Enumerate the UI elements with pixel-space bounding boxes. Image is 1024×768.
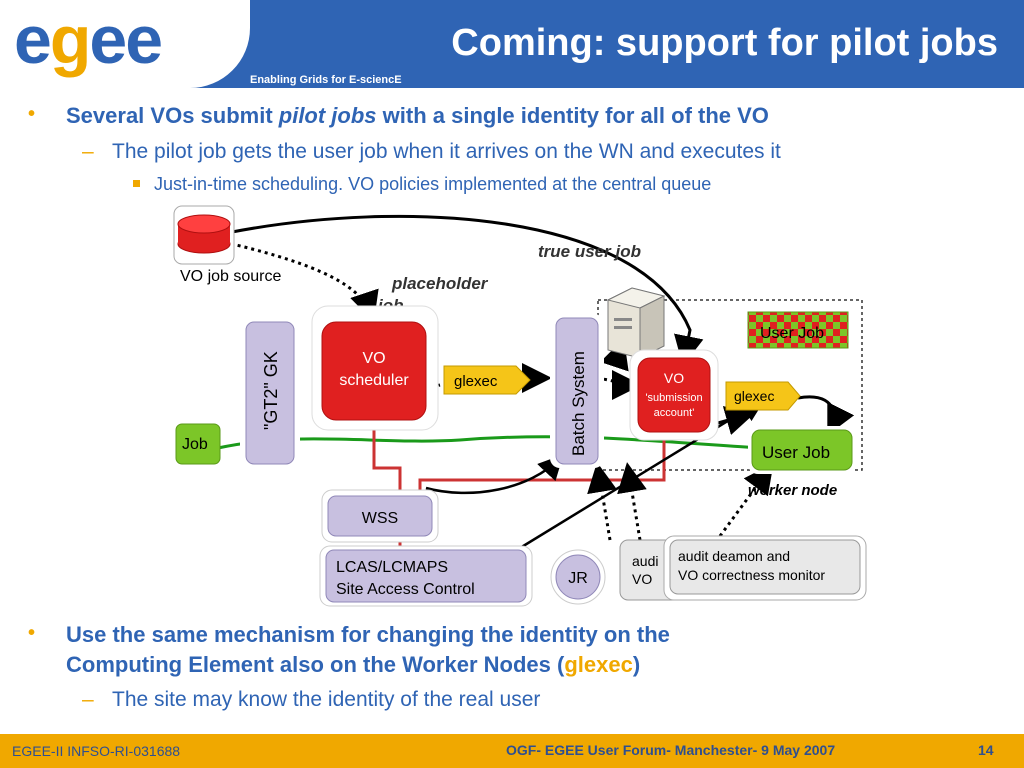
job-label: Job [182, 436, 208, 453]
bullet-2-close: ) [632, 652, 641, 677]
bullet-dot: • [28, 622, 36, 644]
user-job-green-label: User Job [762, 443, 830, 462]
page-number: 14 [978, 742, 994, 758]
vo-submission-label-2: 'submission [645, 392, 702, 404]
vo-scheduler-label-1: VO [362, 350, 385, 367]
true-user-job-arrow [231, 214, 704, 366]
audit-back-label-1: audi [632, 553, 658, 569]
lcas-label-2: Site Access Control [336, 581, 475, 598]
footer-event: OGF- EGEE User Forum- Manchester- 9 May … [506, 742, 836, 758]
audit-front-label-2: VO correctness monitor [678, 567, 825, 583]
audit-back-label-2: VO [632, 571, 652, 587]
bullet-2-text: Computing Element also on the Worker Nod… [66, 652, 565, 677]
user-job-green-box [751, 429, 853, 471]
glexec-to-userjob-arrow [797, 395, 855, 436]
red-link-submission [418, 432, 666, 500]
audit-arrow-3 [718, 463, 774, 537]
glexec-highlight: glexec [564, 652, 633, 677]
slide-title: Coming: support for pilot jobs [451, 22, 998, 64]
placeholder-label-1: placeholder [391, 274, 489, 293]
lcas-box [325, 549, 527, 603]
vo-scheduler-label-2: scheduler [339, 372, 409, 389]
glexec-left-tag [443, 365, 531, 395]
square-marker [133, 180, 140, 187]
bullet-1-italic: pilot jobs [278, 103, 377, 128]
jr-circle [555, 554, 601, 600]
glexec-left-label: glexec [454, 373, 498, 390]
header-bar: egee Enabling Grids for E-sciencE Coming… [0, 0, 1024, 88]
audit-front-label-1: audit deamon and [678, 548, 790, 564]
job-box [175, 423, 221, 465]
gt2-gk-label: "GT2" GK [261, 351, 281, 430]
audit-arrow-2 [617, 462, 647, 541]
user-job-checkered-box [747, 311, 849, 349]
batch-system-label: Batch System [569, 351, 588, 456]
wss-label: WSS [362, 510, 398, 527]
dash-marker: – [82, 140, 94, 163]
wss-to-batch-arrow [425, 454, 564, 495]
logo-area: egee [0, 0, 250, 88]
bullet-1: Several VOs submit pilot jobs with a sin… [66, 103, 769, 129]
footer-project-id: EGEE-II INFSO-RI-031688 [12, 743, 181, 759]
egee-logo: egee [14, 2, 163, 78]
bullet-1-text-b: with a single identity for all of the VO [376, 103, 769, 128]
wss-box [327, 495, 433, 537]
worker-node-label: worker node [748, 482, 837, 499]
footer-bar: EGEE-II INFSO-RI-031688 OGF- EGEE User F… [0, 734, 1024, 768]
bullet-dot: • [28, 103, 36, 125]
vo-job-source-db [173, 205, 235, 265]
vo-submission-box [637, 357, 711, 433]
bullet-1-text-a: Several VOs submit [66, 103, 279, 128]
jr-label: JR [568, 570, 588, 587]
audit-front-box [669, 539, 861, 595]
bullet-2-line-1: Use the same mechanism for changing the … [66, 622, 670, 647]
glexec-right-tag [725, 381, 801, 411]
vo-submission-label-1: VO [664, 370, 684, 386]
vo-scheduler-box [321, 321, 427, 421]
bullet-2-sub: The site may know the identity of the re… [112, 688, 541, 711]
bullet-1-sub: The pilot job gets the user job when it … [112, 140, 781, 163]
user-job-checkered-label: User Job [760, 325, 824, 342]
vo-job-source-label: VO job source [180, 268, 281, 285]
vo-submission-label-3: account' [654, 407, 695, 419]
dash-marker: – [82, 688, 94, 711]
true-user-job-label: true user job [538, 242, 641, 261]
server-icon [606, 287, 666, 359]
bullet-1-subsub: Just-in-time scheduling. VO policies imp… [154, 174, 712, 194]
bullet-2-line-2: Computing Element also on the Worker Nod… [66, 652, 640, 678]
tagline: Enabling Grids for E-sciencE [250, 74, 402, 86]
audit-arrow-1 [587, 462, 617, 541]
lcas-label-1: LCAS/LCMAPS [336, 559, 448, 576]
batch-system-box [555, 317, 599, 465]
glexec-right-label: glexec [734, 388, 774, 404]
gt2-gk-box [245, 321, 295, 465]
